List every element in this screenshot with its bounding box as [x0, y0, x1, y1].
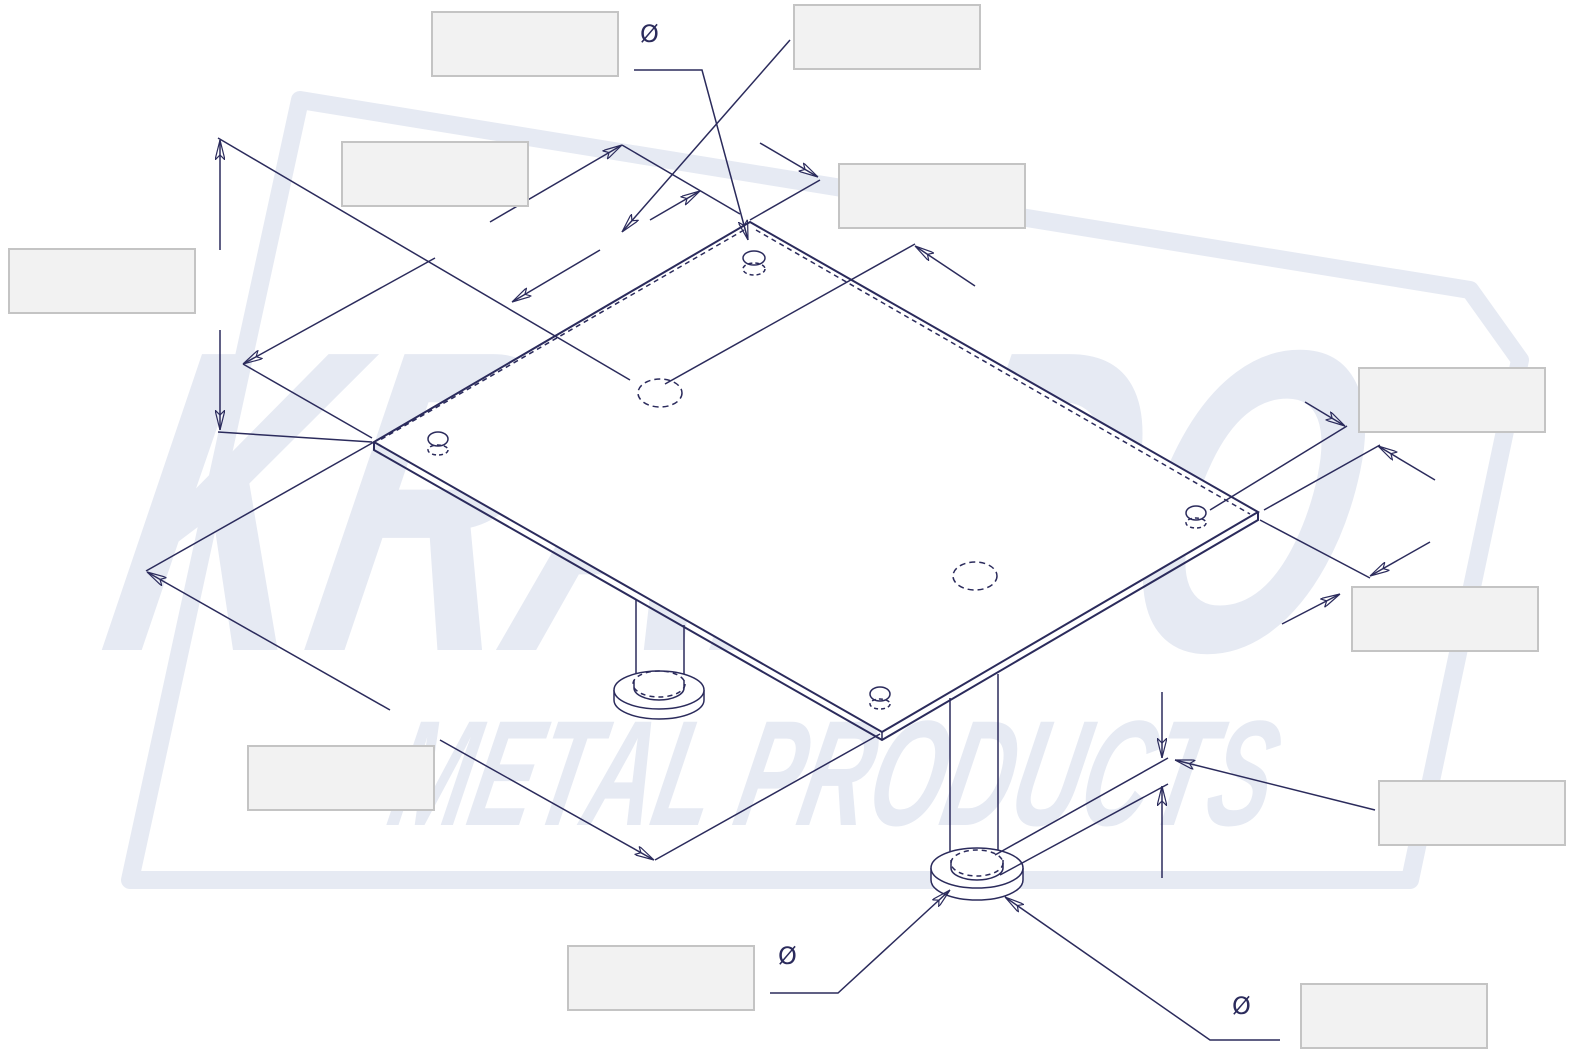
foot-diameter-input[interactable] [1300, 983, 1488, 1049]
diameter-symbol: Ø [1232, 992, 1251, 1020]
dim-socket-offset [664, 243, 976, 385]
top-hole-diameter-input[interactable] [431, 11, 619, 77]
leg-socket-right [952, 561, 998, 591]
hole-left [427, 431, 449, 447]
hole-top [742, 250, 766, 266]
leader-leg-diameter [770, 889, 951, 994]
hole-bottom [869, 686, 891, 702]
plate [372, 220, 1260, 742]
dim-foot-thickness [994, 692, 1376, 878]
dim-right-hole-offset [1209, 401, 1436, 511]
plate-length-input[interactable] [247, 745, 435, 811]
leader-foot-diameter [1005, 896, 1280, 1041]
diameter-symbol: Ø [640, 20, 659, 48]
foot-thickness-input[interactable] [1378, 780, 1566, 846]
dim-right-top-offset [749, 142, 821, 221]
right-edge-offset-input[interactable] [1351, 586, 1539, 652]
overall-height-input[interactable] [8, 248, 196, 314]
watermark-subtitle-text: METAL PRODUCTS [378, 691, 1294, 858]
dim-overall-height [218, 137, 631, 443]
dim-right-edge-offset [1259, 519, 1431, 625]
leg-right [930, 674, 1024, 901]
dim-plate-length [145, 441, 881, 861]
plate-holes [427, 250, 1207, 710]
leg-socket-left [637, 378, 683, 408]
diameter-symbol: Ø [778, 942, 797, 970]
hole-right [1185, 505, 1207, 521]
right-hole-offset-input[interactable] [1358, 367, 1546, 433]
leader-top-hole-inset [621, 39, 791, 233]
leg-left [613, 600, 705, 720]
hole-edge-offset-input[interactable] [341, 141, 529, 207]
dim-hole-edge-offset [489, 144, 741, 303]
right-top-offset-input[interactable] [838, 163, 1026, 229]
top-hole-inset-input[interactable] [793, 4, 981, 70]
leader-top-hole-diameter [634, 69, 749, 240]
dim-plate-width [243, 257, 436, 439]
leg-diameter-input[interactable] [567, 945, 755, 1011]
